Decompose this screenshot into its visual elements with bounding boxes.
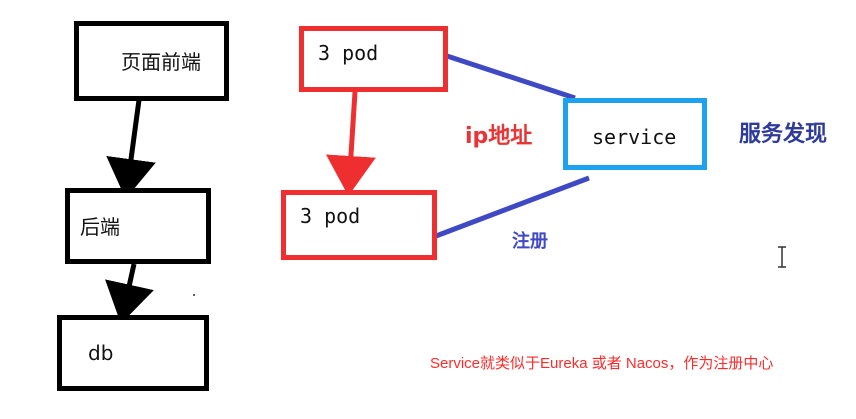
service-discovery-label: 服务发现 — [739, 122, 828, 147]
edge-top-pod-to-bottom-pod — [325, 91, 376, 196]
db-node: db — [57, 315, 209, 391]
db-label: db — [88, 341, 114, 365]
edge-backend-to-db — [105, 263, 154, 324]
top-pod-label: 3 pod — [318, 41, 379, 65]
backend-label: 后端 — [80, 215, 120, 239]
top-pod-node: 3 pod — [299, 26, 448, 92]
register-label: 注册 — [512, 231, 548, 252]
ip-address-label: ip地址 — [465, 124, 533, 149]
edge-top-pod-to-service — [446, 53, 576, 101]
registry-note: Service就类似于Eureka 或者 Nacos，作为注册中心 — [430, 355, 774, 372]
bottom-pod-label: 3 pod — [300, 204, 361, 228]
bottom-pod-node: 3 pod — [281, 190, 437, 260]
text-cursor-icon — [778, 246, 786, 268]
edge-bottom-pod-to-service — [435, 175, 590, 239]
service-label: service — [592, 125, 677, 149]
frontend-node: 页面前端 — [74, 21, 229, 101]
backend-node: 后端 — [65, 188, 211, 264]
service-node: service — [563, 98, 707, 170]
frontend-label: 页面前端 — [121, 50, 201, 74]
stray-dot — [193, 294, 195, 296]
edge-frontend-to-backend — [106, 99, 156, 199]
